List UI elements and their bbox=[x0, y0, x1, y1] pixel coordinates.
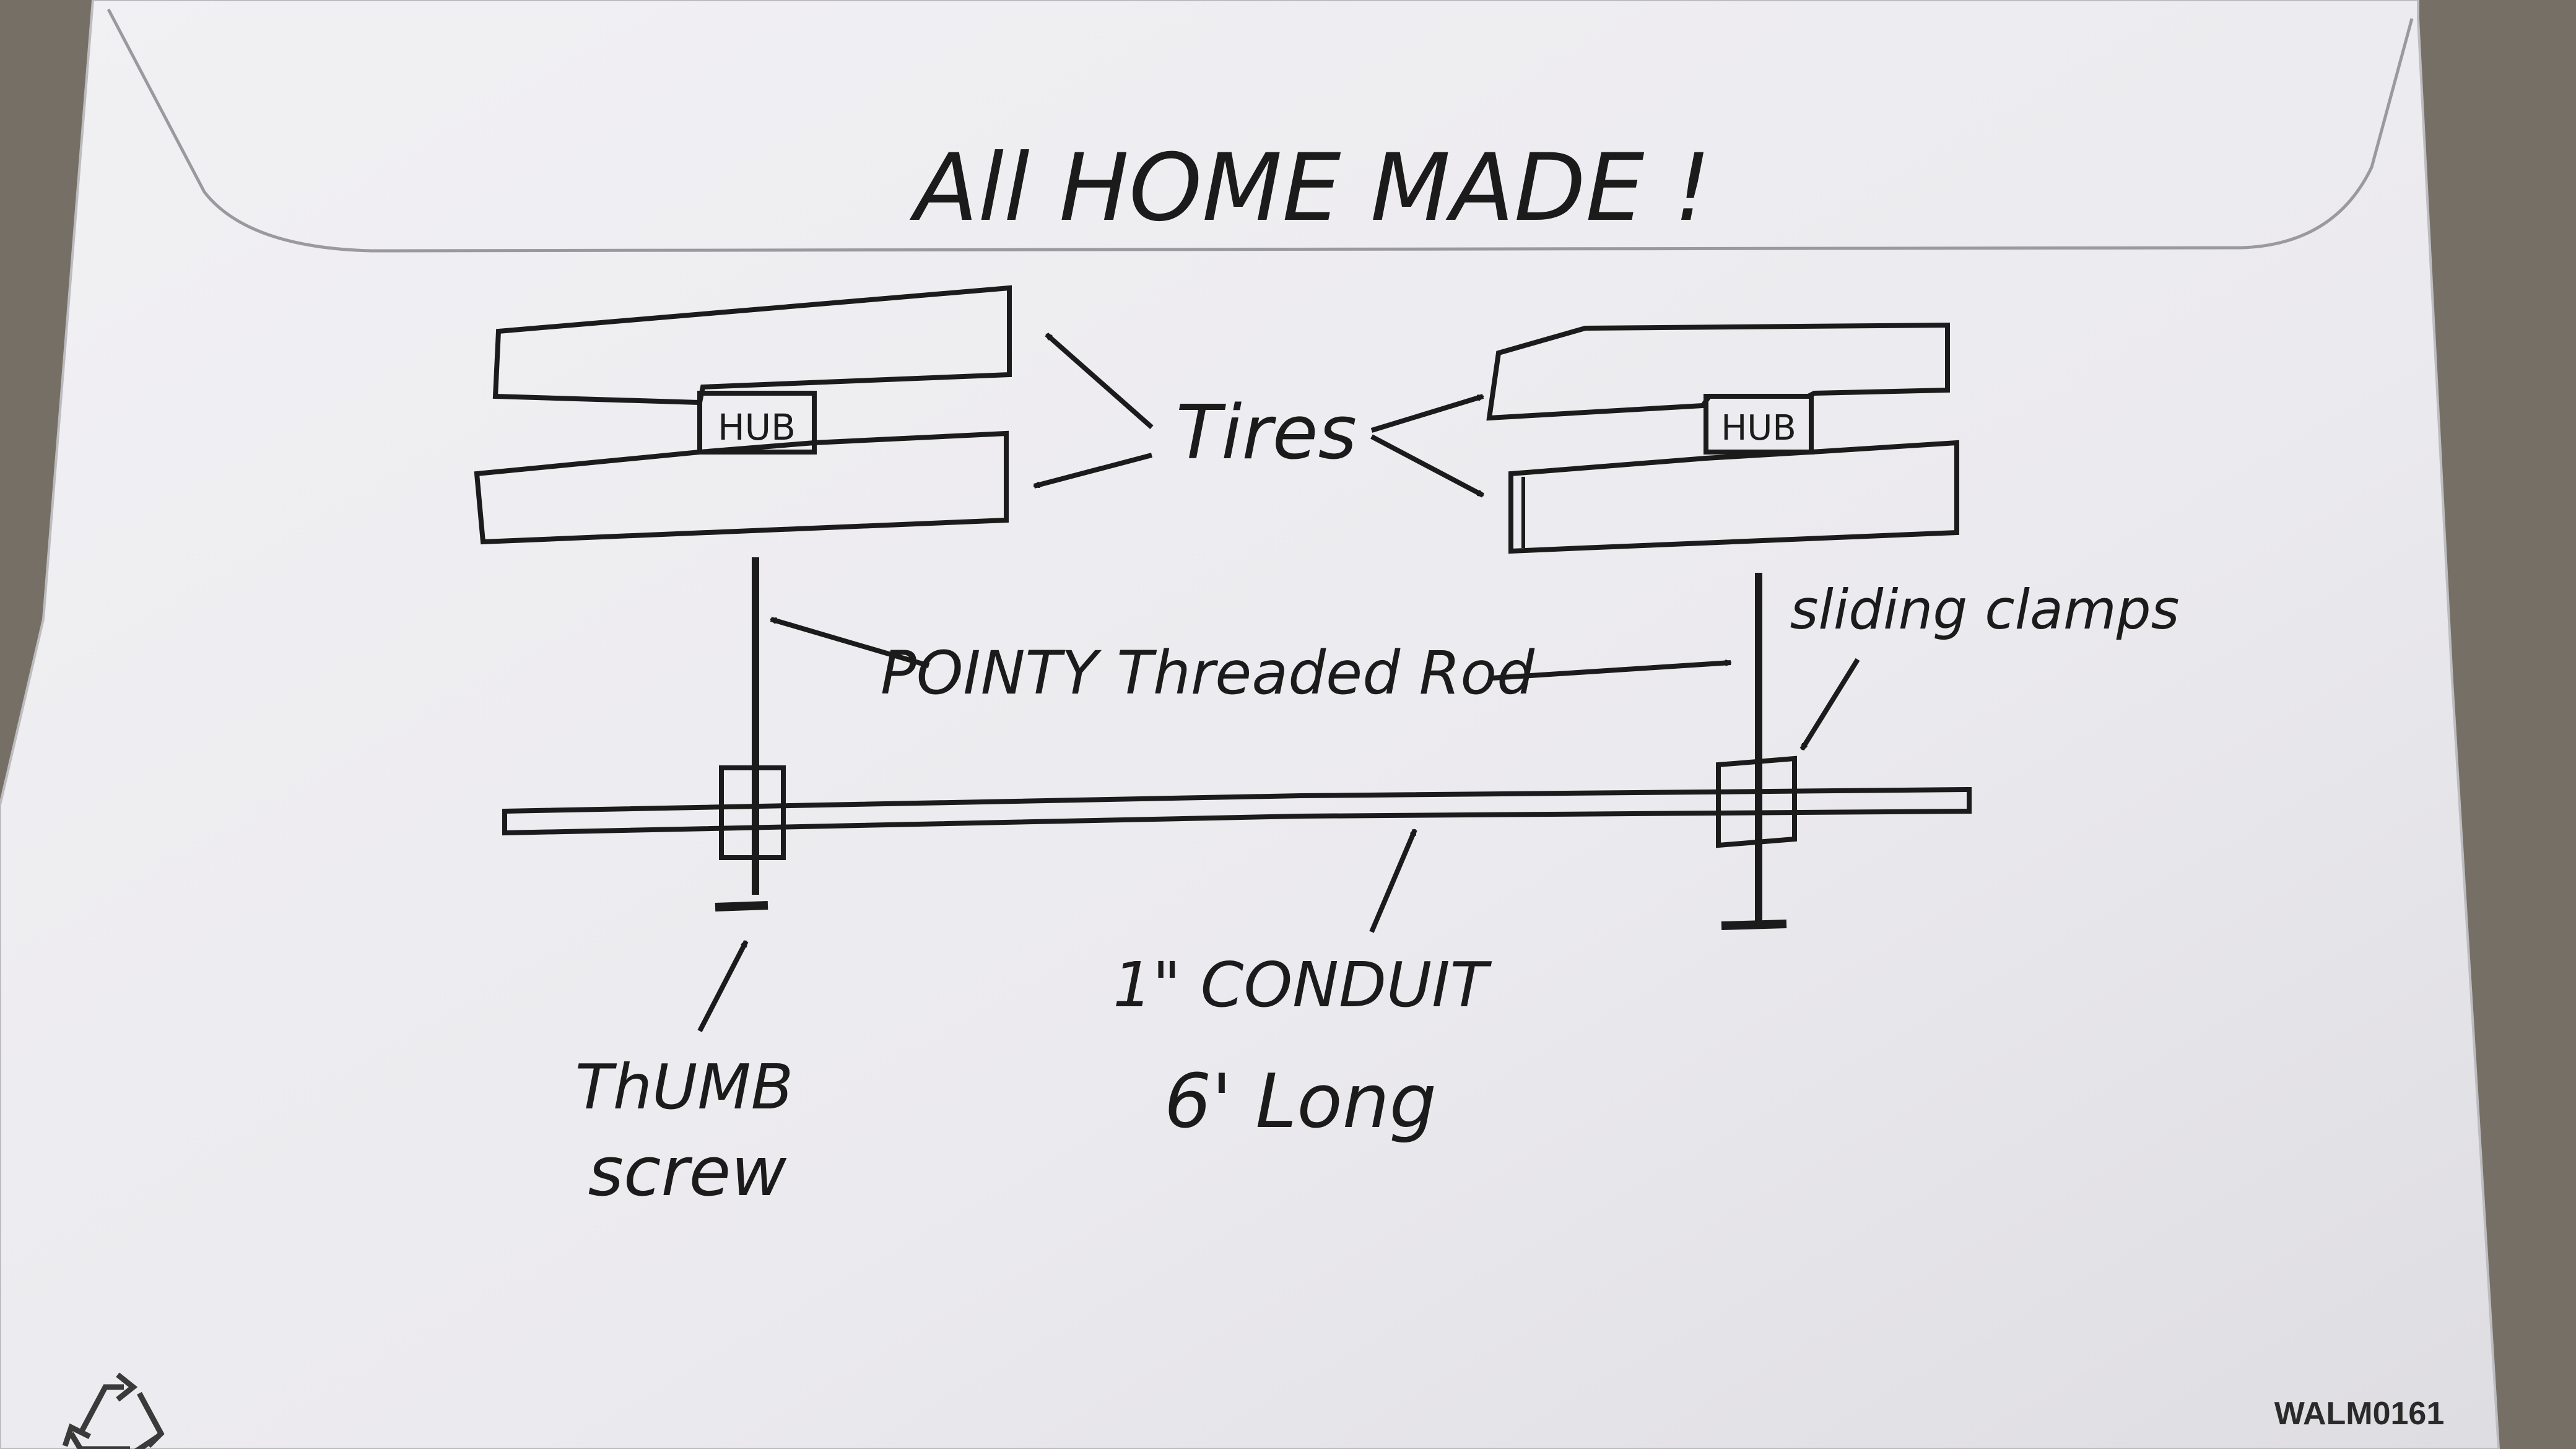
right-sliding-clamp bbox=[1716, 755, 1797, 848]
right-thumb-screw bbox=[1721, 920, 1787, 930]
left-sliding-clamp bbox=[719, 765, 786, 860]
arrow-tires-right-bottom bbox=[1370, 434, 1483, 498]
right-hub-label: HUB bbox=[1721, 408, 1796, 448]
conduit bbox=[502, 786, 1972, 836]
left-tire-top bbox=[492, 285, 1012, 406]
arrow-thumb-screw bbox=[697, 941, 749, 1032]
rod-label: POINTY Threaded Rod bbox=[881, 638, 1535, 708]
right-hub bbox=[1704, 394, 1814, 455]
tires-label: Tires bbox=[1176, 390, 1357, 476]
sliding-clamps-label: sliding clamps bbox=[1790, 578, 2180, 642]
left-hub-label: HUB bbox=[718, 406, 796, 448]
left-tire-bottom bbox=[474, 430, 1009, 545]
arrow-tires-right-top bbox=[1370, 394, 1483, 433]
title: All HOME MADE ! bbox=[910, 134, 1712, 242]
conduit-label-line2: 6' Long bbox=[1164, 1059, 1437, 1145]
recycle-icon bbox=[62, 1372, 165, 1449]
envelope-flap-edge bbox=[107, 8, 2414, 253]
arrow-tires-left-bottom bbox=[1034, 453, 1153, 489]
arrow-tires-left-top bbox=[1045, 333, 1154, 429]
left-thumb-screw bbox=[715, 901, 768, 912]
arrow-rod-left bbox=[771, 617, 930, 668]
envelope-code: WALM0161 bbox=[2274, 1396, 2445, 1432]
left-hub bbox=[697, 391, 817, 455]
right-tire-bottom bbox=[1508, 440, 1959, 554]
thumb-screw-label-line2: screw bbox=[588, 1132, 788, 1211]
envelope bbox=[0, 0, 2500, 1449]
arrow-conduit bbox=[1369, 830, 1417, 933]
arrow-sliding-clamps bbox=[1799, 658, 1860, 749]
thumb-screw-label-line1: ThUMB bbox=[575, 1051, 794, 1123]
conduit-label-line1: 1" CONDUIT bbox=[1113, 949, 1492, 1021]
arrow-rod-right bbox=[1492, 663, 1731, 681]
